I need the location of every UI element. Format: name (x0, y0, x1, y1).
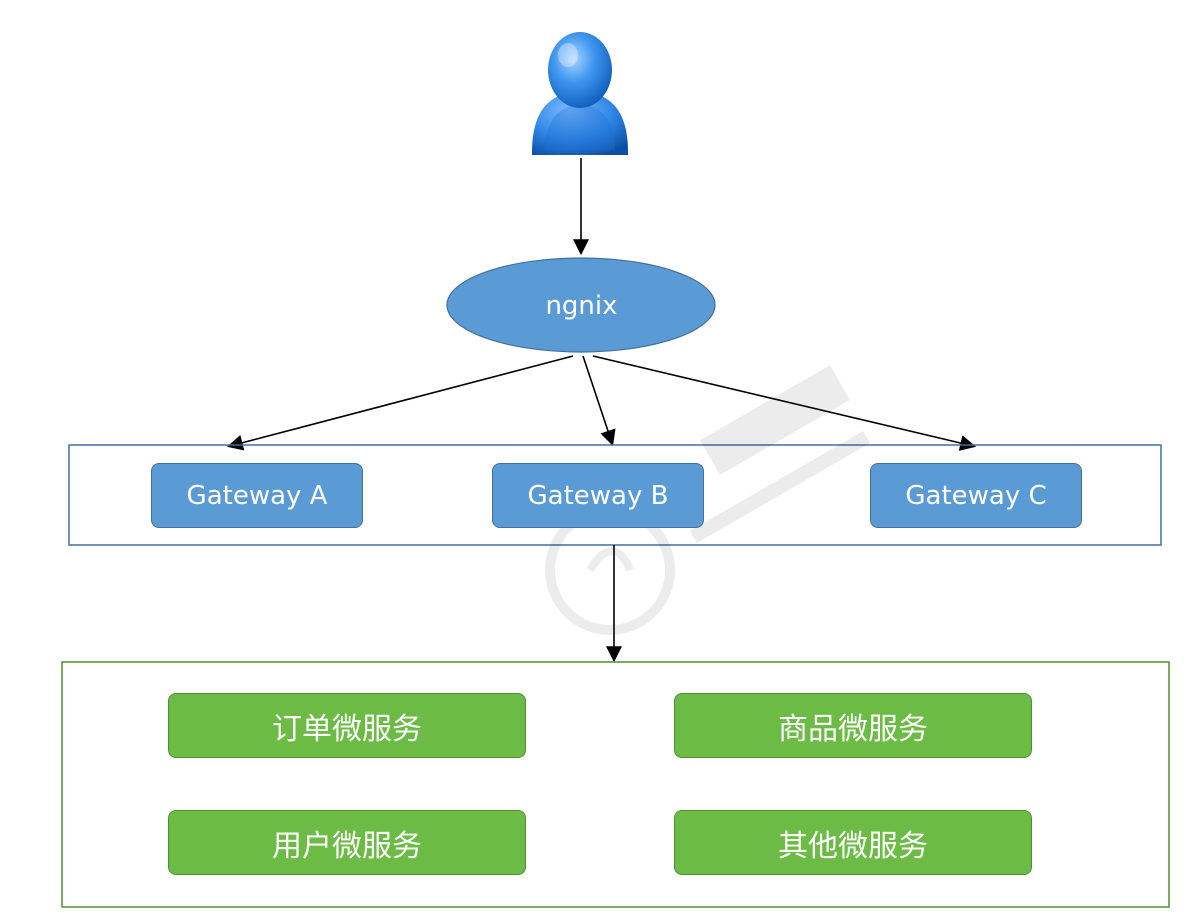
arrow-nginx-to-gateway-b (582, 355, 616, 447)
other-service: 其他微服务 (674, 810, 1032, 875)
product-service: 商品微服务 (674, 693, 1032, 758)
user-icon (532, 32, 628, 155)
nginx-label: ngnix (545, 290, 618, 321)
gateway-group (68, 444, 1162, 546)
gateway-a: Gateway A (151, 463, 363, 528)
nginx-node (446, 257, 716, 353)
user-service: 用户微服务 (168, 810, 526, 875)
service-group (61, 661, 1170, 908)
arrow-nginx-to-gateway-a (226, 355, 574, 451)
gateway-b: Gateway B (492, 463, 704, 528)
gateway-c: Gateway C (870, 463, 1082, 528)
order-service: 订单微服务 (168, 693, 526, 758)
arrow-nginx-to-gateway-c (592, 355, 977, 451)
